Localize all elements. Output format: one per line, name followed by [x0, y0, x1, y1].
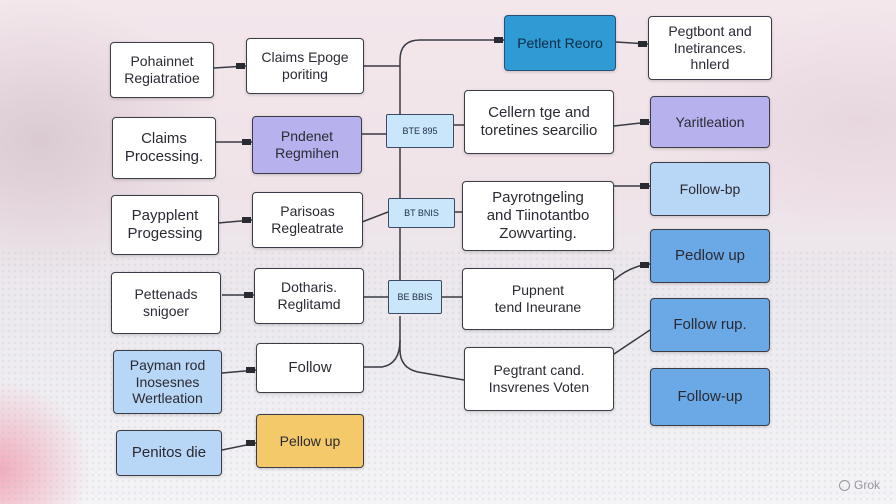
connector-tag-3: BE BBIS [388, 280, 442, 314]
pellow-up-amber-box[interactable]: Pellow up [256, 414, 364, 468]
claims-processing-box[interactable]: Claims Processing. [112, 117, 216, 179]
patient-registration-box[interactable]: Pohainnet Regiatratioe [110, 42, 214, 98]
pettenads-enigoer-box[interactable]: Pettenads snigoer [111, 272, 221, 334]
penitos-die-box[interactable]: Penitos die [116, 430, 222, 476]
dotharis-registamd-box[interactable]: Dotharis. Reglitamd [254, 268, 364, 324]
payment-tinotantbo-box[interactable]: Payrotngeling and Tiinotantbo Zowvarting… [462, 181, 614, 251]
follow-up-box-1[interactable]: Follow-bp [650, 162, 770, 216]
connector-arrowhead [242, 217, 251, 223]
watermark-text: Grok [853, 478, 880, 492]
registrant-insurance-box[interactable]: Pegtrant cand. Insvrenes Voten [464, 347, 614, 411]
follow-up-box-4[interactable]: Follow-up [650, 368, 770, 426]
claims-epoge-porting-box[interactable]: Claims Epoge poriting [246, 38, 364, 94]
connector-arrowhead [244, 292, 253, 298]
connector [364, 339, 401, 368]
connector-arrowhead [638, 41, 647, 47]
connector-tag-1: BTE 895 [386, 114, 454, 148]
payment-insurance-verification-box[interactable]: Payman rod Inosesnes Wertleation [113, 350, 222, 414]
connector-arrowhead [242, 139, 251, 145]
patient-registrate-box[interactable]: Parisoas Regleatrate [252, 192, 363, 248]
patient-reoro-box[interactable]: Petlent Reoro [504, 15, 616, 71]
yaritleation-box[interactable]: Yaritleation [650, 96, 770, 148]
follow-up-box-2[interactable]: Pedlow up [650, 229, 770, 283]
connector [613, 329, 651, 355]
connector-tag-2: BT BNIS [388, 198, 455, 228]
payment-insurance-box[interactable]: Pupnent tend Ineurane [462, 268, 614, 330]
connector-arrowhead [640, 262, 649, 268]
watermark: Grok [838, 478, 880, 492]
connector [399, 39, 504, 61]
follow-box[interactable]: Follow [256, 343, 364, 393]
payment-processing-box[interactable]: Paypplent Progessing [111, 195, 219, 255]
connector-arrowhead [494, 37, 503, 43]
connector-arrowhead [246, 440, 255, 446]
patient-registration-lavender-box[interactable]: Pndenet Regmihen [252, 116, 362, 174]
follow-up-box-3[interactable]: Follow rup. [650, 298, 770, 352]
connector-arrowhead [640, 119, 649, 125]
grok-logo-icon [838, 479, 850, 491]
connector-arrowhead [246, 367, 255, 373]
connector [399, 316, 465, 381]
connector [361, 211, 389, 223]
connector-arrowhead [236, 63, 245, 69]
pagtbont-insurances-box[interactable]: Pegtbont and Inetirances. hnlerd [648, 16, 772, 80]
claim-search-box[interactable]: Cellern tge and toretines searcilio [464, 90, 614, 154]
connector-arrowhead [640, 183, 649, 189]
